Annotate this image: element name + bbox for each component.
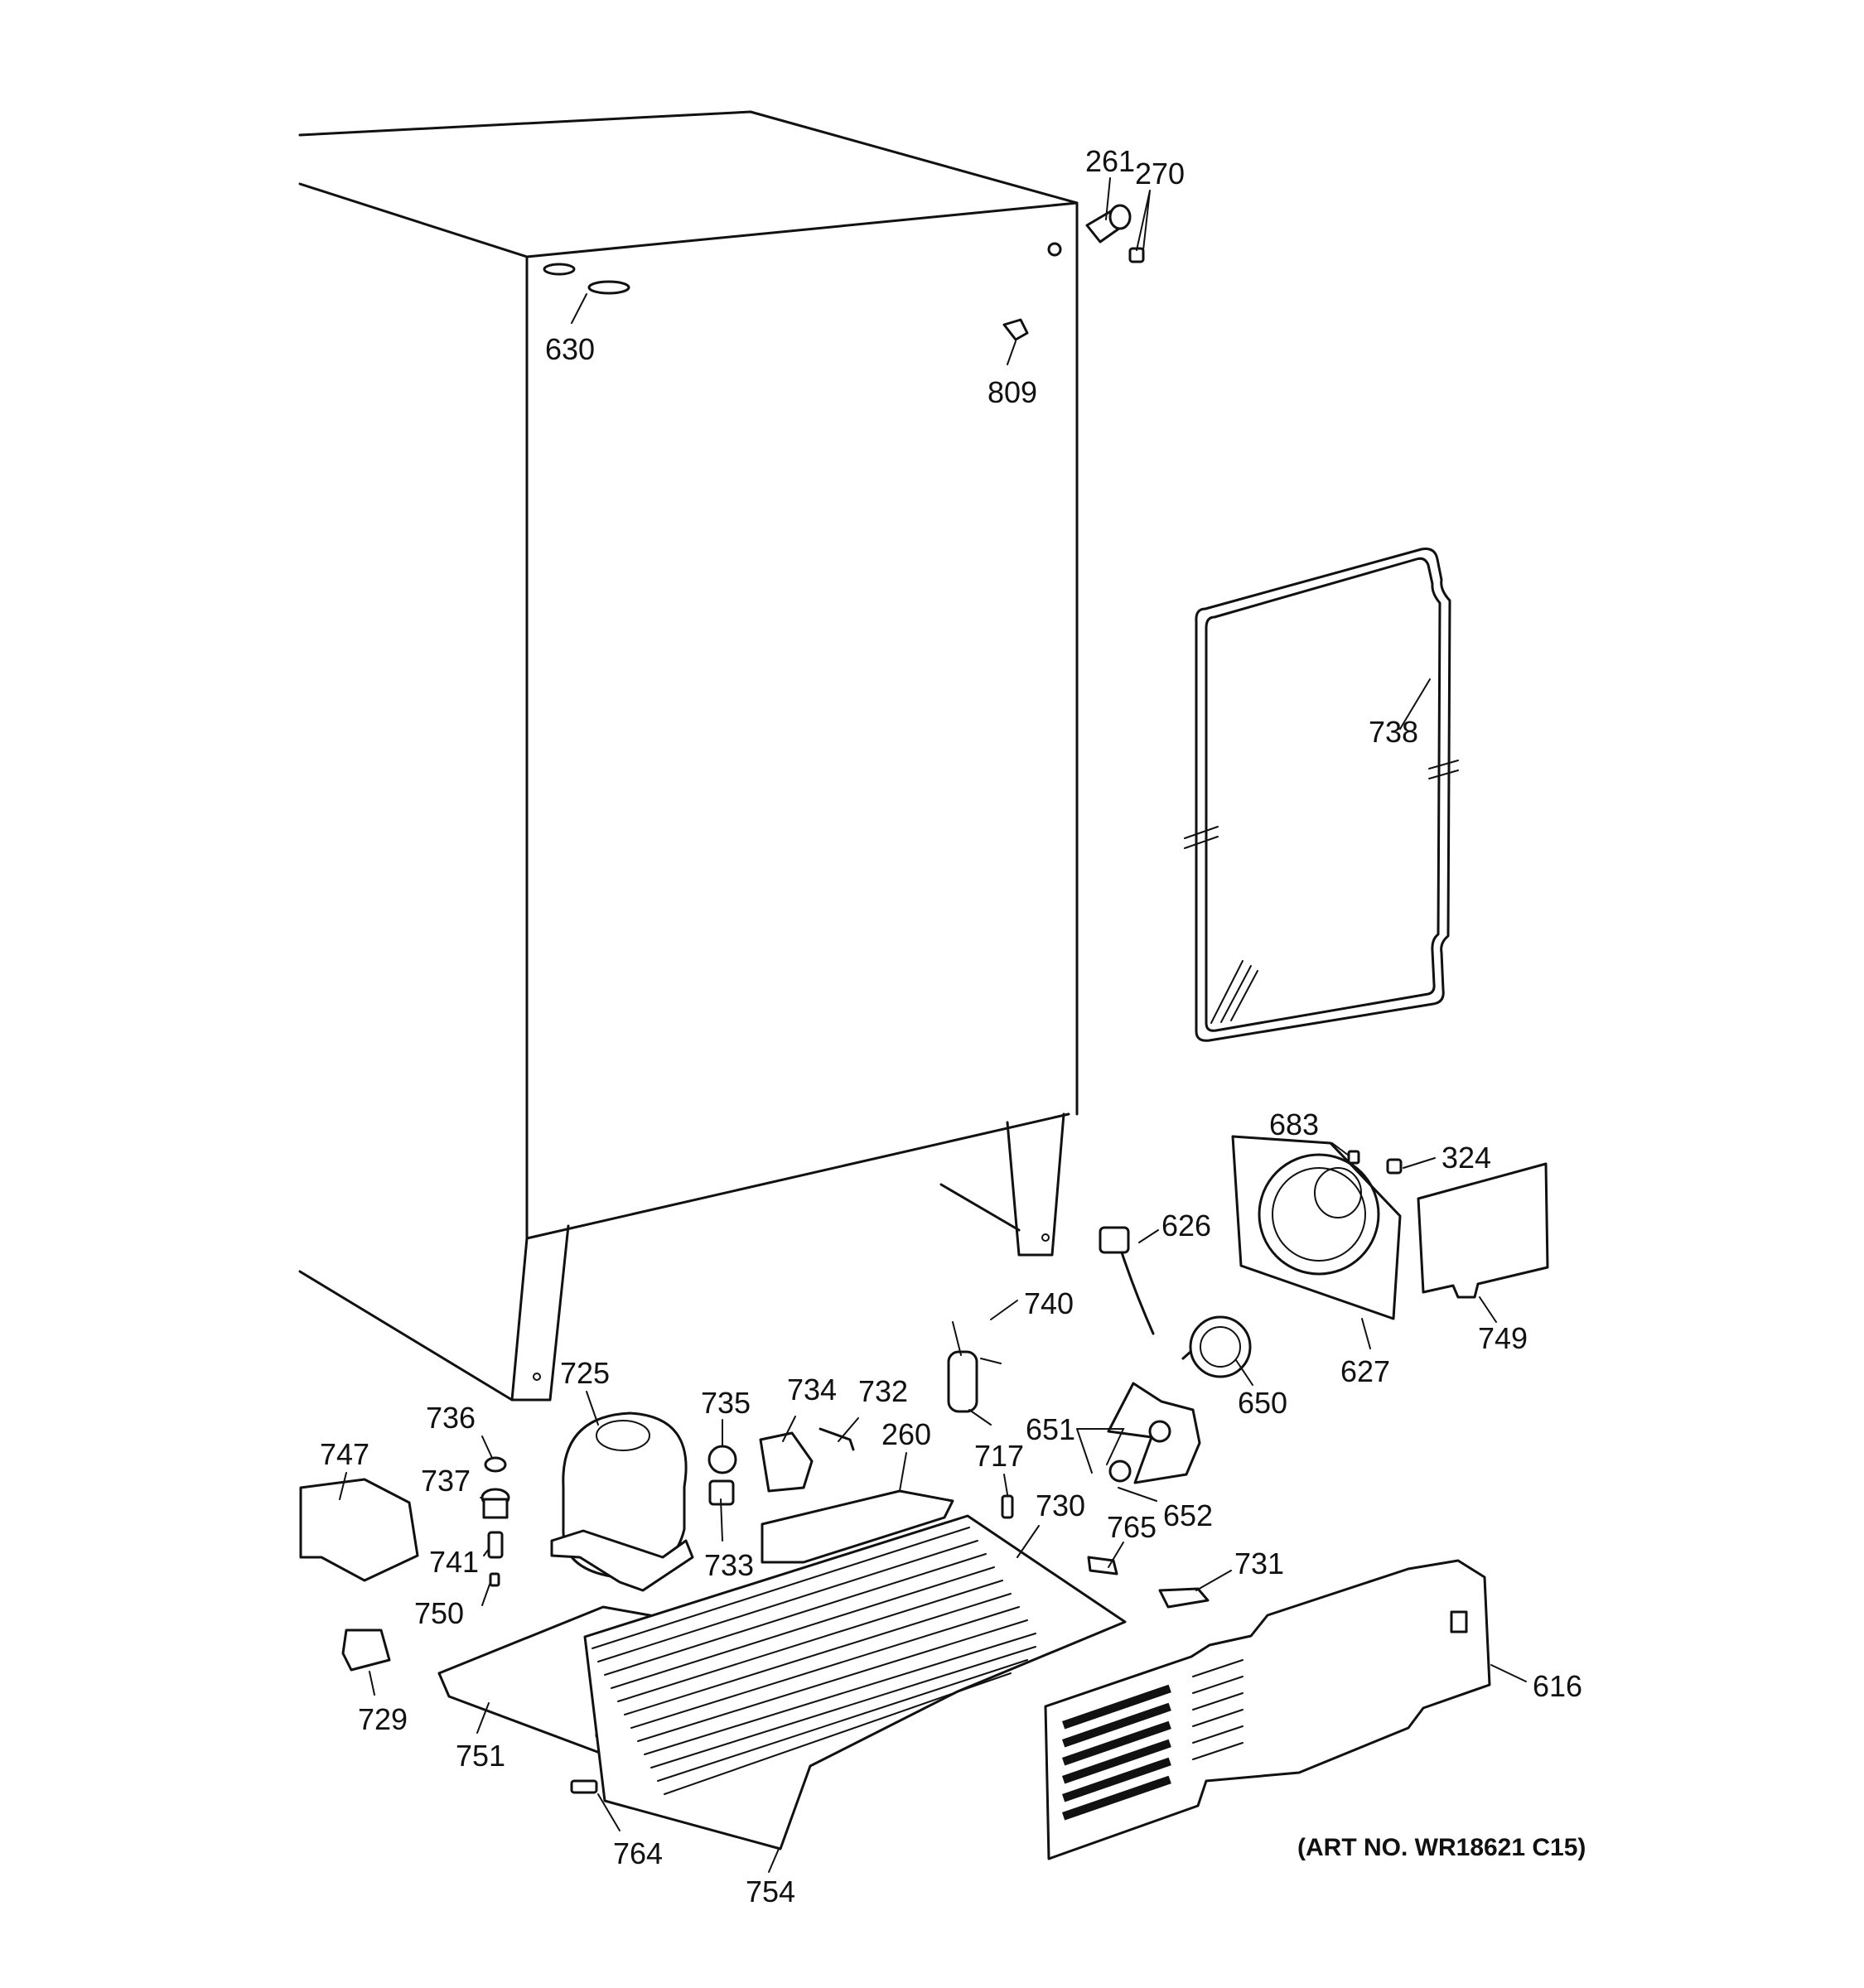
callout-725: 725	[560, 1356, 610, 1390]
callout-747: 747	[320, 1437, 369, 1471]
part-731-clip	[1158, 1587, 1210, 1609]
callout-651: 651	[1026, 1412, 1075, 1446]
callout-735: 735	[701, 1386, 751, 1420]
callout-809: 809	[988, 375, 1037, 409]
art-number: (ART NO. WR18621 C15)	[1297, 1834, 1586, 1861]
callout-750: 750	[414, 1596, 464, 1630]
callout-734: 734	[787, 1373, 837, 1407]
part-683-screw	[1347, 1150, 1360, 1165]
part-741-spacer	[487, 1531, 504, 1559]
callout-652: 652	[1163, 1498, 1213, 1532]
callout-616: 616	[1533, 1669, 1582, 1703]
part-737-grommet	[480, 1488, 510, 1519]
callout-749: 749	[1478, 1321, 1528, 1355]
part-651-fan-blade	[1107, 1382, 1201, 1484]
part-729-part	[341, 1629, 391, 1672]
callout-683: 683	[1269, 1107, 1319, 1141]
callout-736: 736	[426, 1401, 476, 1435]
callout-627: 627	[1340, 1354, 1390, 1388]
part-738-gasket	[1184, 548, 1459, 1042]
callout-737: 737	[421, 1464, 471, 1498]
callout-729: 729	[358, 1702, 408, 1736]
callout-260: 260	[881, 1417, 931, 1451]
cabinet	[298, 110, 1079, 1402]
callout-261: 261	[1085, 144, 1135, 178]
leader-lines	[339, 177, 1527, 1873]
callout-731: 731	[1234, 1546, 1284, 1580]
part-652-nut	[1108, 1460, 1132, 1483]
callout-labels: 261 270 630 809 738 683 324 626 627 749 …	[320, 144, 1586, 1908]
part-764-clip	[570, 1779, 598, 1794]
callout-650: 650	[1238, 1386, 1287, 1420]
callout-741: 741	[429, 1545, 479, 1579]
callout-626: 626	[1161, 1209, 1211, 1242]
part-736-clip	[484, 1456, 507, 1473]
part-809-clip	[1002, 318, 1029, 341]
callout-765: 765	[1107, 1510, 1157, 1544]
callout-732: 732	[858, 1374, 908, 1408]
callout-717: 717	[974, 1439, 1024, 1473]
callout-324: 324	[1441, 1141, 1491, 1175]
part-747-cover	[299, 1478, 419, 1582]
part-725-compressor	[550, 1411, 694, 1592]
callout-270: 270	[1135, 157, 1185, 191]
part-749-cover	[1417, 1162, 1549, 1299]
part-627-fan-shroud	[1231, 1135, 1402, 1320]
part-717-part	[1001, 1494, 1014, 1519]
callout-738: 738	[1369, 715, 1418, 749]
part-732-clip	[819, 1427, 855, 1451]
part-754-condenser-coil	[583, 1514, 1127, 1850]
callout-630: 630	[545, 332, 595, 366]
callout-751: 751	[456, 1739, 505, 1773]
part-650-fan-motor	[1181, 1315, 1252, 1378]
callout-764: 764	[613, 1836, 663, 1870]
part-765-clip	[1087, 1556, 1118, 1575]
part-324-screw	[1386, 1158, 1403, 1175]
part-740-relay	[947, 1321, 1002, 1426]
part-616-grille	[1044, 1559, 1491, 1860]
part-626-harness	[1099, 1226, 1155, 1335]
callout-730: 730	[1036, 1489, 1085, 1522]
part-735-grommet	[707, 1445, 737, 1474]
callout-733: 733	[704, 1548, 754, 1582]
part-750-screw	[489, 1572, 500, 1587]
callout-740: 740	[1024, 1286, 1074, 1320]
part-734-overload	[759, 1431, 814, 1493]
callout-754: 754	[746, 1875, 795, 1908]
part-261-hinge-pin	[1085, 204, 1132, 244]
